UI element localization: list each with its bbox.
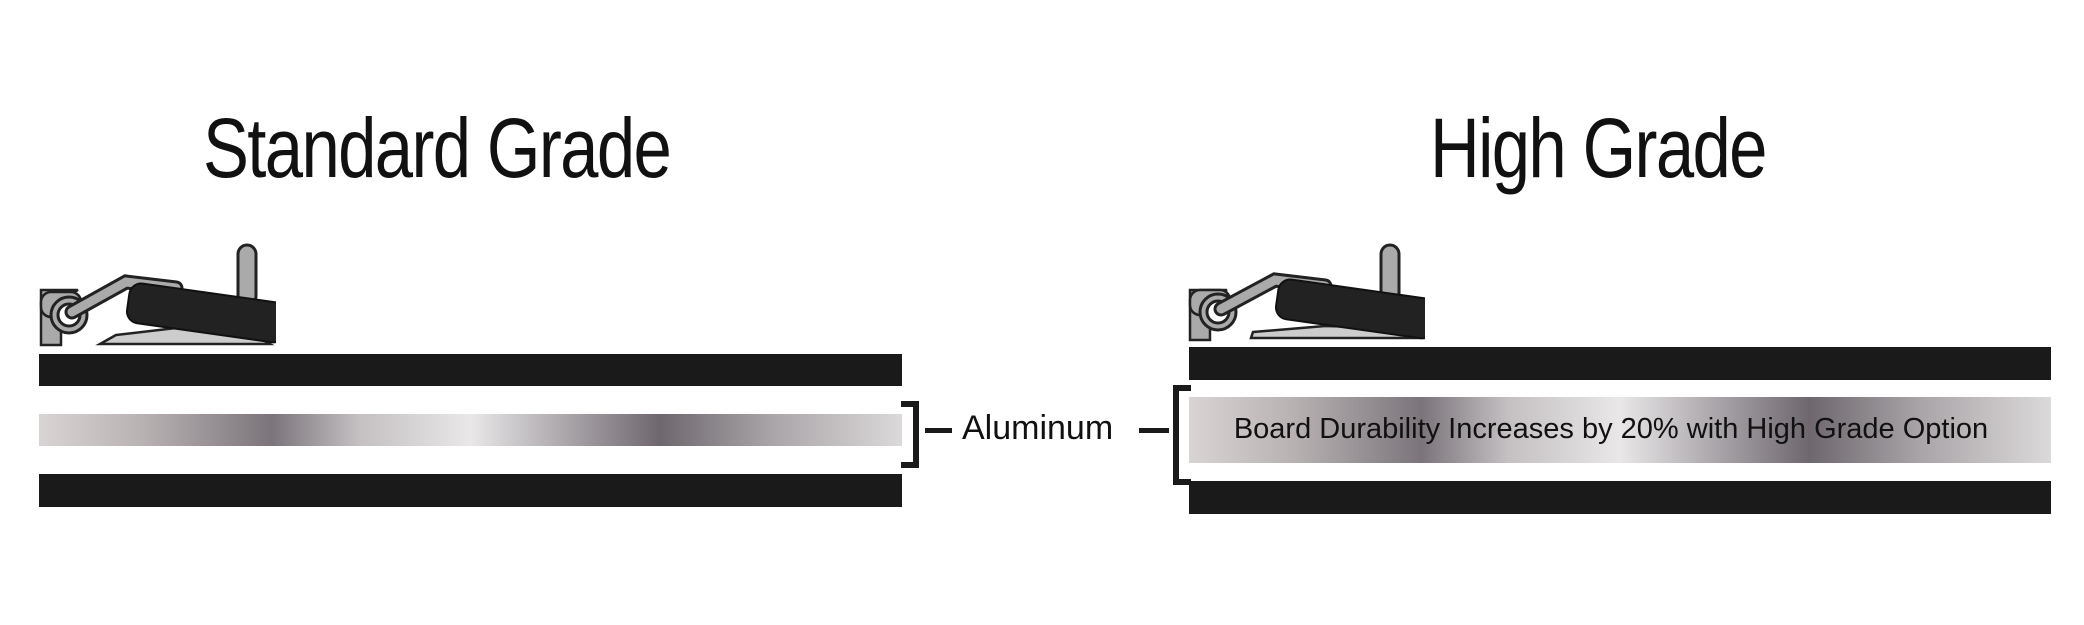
left-connector-dash — [925, 428, 952, 433]
high-hook-illustration — [1188, 243, 1425, 342]
aluminum-label: Aluminum — [962, 409, 1114, 447]
latch-hook-icon — [39, 243, 276, 347]
standard-top-bar — [39, 354, 902, 386]
standard-aluminum-layer — [39, 414, 902, 446]
standard-hook-illustration — [39, 243, 276, 347]
high-top-bar — [1189, 347, 2051, 380]
high-bottom-bar — [1189, 481, 2051, 514]
high-aluminum-layer — [1189, 397, 2051, 463]
standard-bottom-bar — [39, 474, 902, 507]
high-bracket — [1173, 385, 1191, 485]
high-grade-title: High Grade — [1430, 101, 1767, 195]
right-connector-dash — [1139, 428, 1169, 433]
durability-feature-text: Board Durability Increases by 20% with H… — [1233, 413, 1989, 445]
standard-grade-title: Standard Grade — [203, 101, 672, 195]
standard-bracket — [901, 401, 919, 468]
latch-hook-icon — [1188, 243, 1425, 342]
